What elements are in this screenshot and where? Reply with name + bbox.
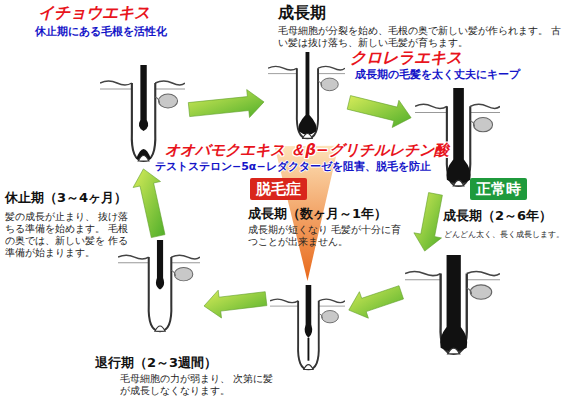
cycle-arrow [188,90,264,118]
follicle-box: クロレラエキス成長期の毛髪を太く丈夫にキープ [415,88,500,190]
hair-shaft [446,88,470,184]
hair-shaft [440,255,467,352]
papilla [138,156,149,162]
papilla [303,133,313,138]
status-badge: 正常時 [470,178,527,200]
stage-heading: 成長期（2～6年） [443,208,552,224]
follicle-box: 休止期（3～4ヶ月）髪の成長が止まり、 抜け落ちる準備を始めます。 毛根の奥では… [118,240,200,335]
follicle-box: 成長期（2～6年）どんどん太く、長く成長します。 [405,255,500,358]
cycle-arrow [414,193,443,252]
stage-description: 成長期が短くなり 毛髪が十分に育つことが出来ません。 [248,224,408,248]
status-badge: 脱毛症 [250,178,307,200]
hair-shaft [139,65,148,131]
extract-effect: 休止期にある毛根を活性化 [35,25,167,38]
stage-heading: 退行期（2～3週間） [95,355,217,371]
follicle-box: 成長期毛母細胞が分裂を始め、毛根の奥で新しい髪が作られます。 古い髪は抜け落ち、… [268,52,345,142]
stage-heading: 成長期（数ヶ月～1年） [248,206,387,222]
cycle-arrow [133,169,165,238]
follicle-catagen [270,285,345,369]
follicle-anagen-long [405,255,500,354]
papilla [453,180,464,186]
cycle-arrow [204,290,267,318]
hair-strand [308,338,310,361]
follicle-telogen [118,240,200,331]
stage-heading: 成長期 [278,3,326,22]
badge-text: 正常時 [476,180,521,198]
follicle-anagen-start [268,52,345,138]
extract-name: オオバモクエキス ＆β−グリチルレチン酸 [165,141,449,159]
extract-effect: 成長期の毛髪を太く丈夫にキープ [355,68,520,81]
cycle-arrow [349,286,404,319]
extract-name: イチョウエキス [38,3,150,22]
extract-effect: テストステロン−5α−レダクターゼを阻害、脱毛を防止 [155,160,431,173]
badge-text: 脱毛症 [256,180,301,198]
follicle-box: 退行期（2～3週間）毛母細胞の力が弱まり、 次第に髪が成長しなくなります。 [270,285,345,373]
papilla [448,348,460,354]
stage-description: 毛母細胞が分裂を始め、毛根の奥で新しい髪が作られます。 古い髪は抜け落ち、新しい… [278,25,566,49]
cycle-arrow [347,96,411,128]
stage-description: 毛母細胞の力が弱まり、 次第に髪が成長しなくなります。 [120,373,280,397]
hair-shaft [305,285,313,338]
stage-heading: 休止期（3～4ヶ月） [5,190,127,206]
stage-description: どんどん太く、長く成長します。 [444,229,564,240]
stage-description: 髪の成長が止まり、 抜け落ちる準備を始めます。 毛根の奥では、新しい髪を 作る準… [5,211,135,259]
papilla [304,365,313,370]
hair-shaft [156,240,164,289]
extract-name: クロレラエキス [350,48,462,67]
papilla [155,326,165,331]
hair-shaft [298,52,316,135]
